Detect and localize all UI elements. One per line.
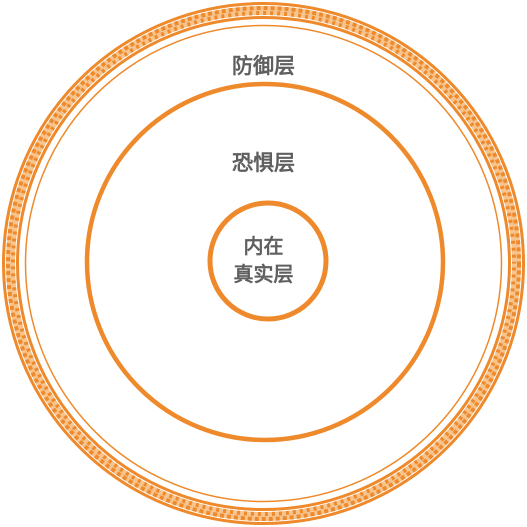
inner-layer-label-line1: 内在 bbox=[243, 234, 284, 258]
inner-ring bbox=[207, 200, 329, 322]
inner-layer-label: 内在 真实层 bbox=[0, 232, 527, 288]
outer-ring-pattern-b bbox=[11, 11, 516, 516]
outer-ring-inner-edge bbox=[16, 16, 511, 511]
outer-ring-pattern-a bbox=[6, 6, 521, 521]
inner-layer-label-line2: 真实层 bbox=[233, 262, 294, 286]
outer-ring-band bbox=[6, 6, 521, 521]
outer-ring-thin-line bbox=[24, 24, 503, 503]
outer-layer-label: 防御层 bbox=[232, 54, 295, 78]
middle-ring bbox=[84, 81, 446, 443]
middle-layer-label: 恐惧层 bbox=[232, 151, 295, 175]
